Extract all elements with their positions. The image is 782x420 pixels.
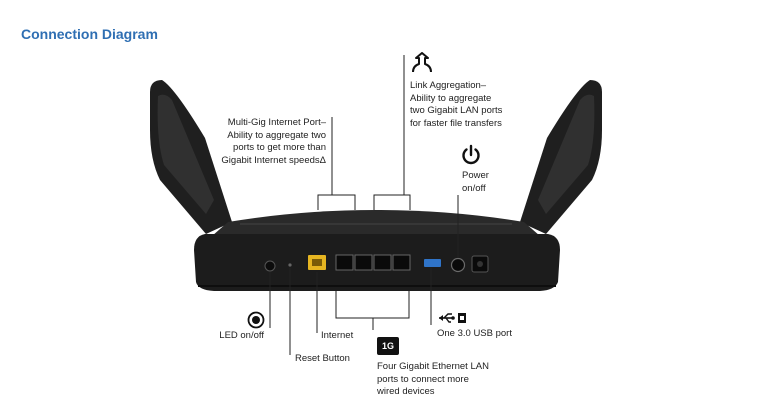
power-icon: [462, 144, 480, 165]
gigabit-badge-text: 1G: [381, 341, 394, 351]
power-callout: Power on/off: [462, 170, 522, 195]
usb-label: One 3.0 USB port: [437, 328, 512, 339]
link-aggregation-callout: Link Aggregation– Ability to aggregate t…: [410, 80, 550, 130]
lan-line-1: Four Gigabit Ethernet LAN: [377, 361, 489, 372]
lan-ports: [335, 254, 411, 271]
multi-gig-line-4: Gigabit Internet speedsΔ: [221, 154, 326, 166]
multi-gig-line-3: ports to get more than: [233, 142, 326, 153]
link-aggregation-icon: [412, 52, 432, 73]
usb-port: [424, 259, 441, 267]
reset-hole: [288, 263, 292, 267]
link-agg-line-1: Link Aggregation–: [410, 80, 487, 91]
power-line-2: on/off: [462, 182, 486, 194]
page-title: Connection Diagram: [21, 26, 158, 42]
internet-label: Internet: [321, 330, 354, 341]
led-icon: [247, 311, 265, 329]
lan-line-2: ports to connect more: [377, 373, 469, 385]
power-button: [450, 257, 466, 273]
router-top: [212, 210, 540, 236]
led-button: [264, 260, 276, 272]
link-agg-line-4: for faster file transfers: [410, 117, 502, 129]
link-agg-line-2: Ability to aggregate: [410, 92, 492, 104]
multi-gig-line-1: Multi-Gig Internet Port–: [227, 117, 326, 128]
multi-gig-callout: Multi-Gig Internet Port– Ability to aggr…: [200, 117, 326, 167]
lan-callout: Four Gigabit Ethernet LAN ports to conne…: [377, 361, 527, 399]
led-label: LED on/off: [219, 330, 264, 341]
power-line-1: Power: [462, 170, 489, 181]
reset-label: Reset Button: [295, 353, 350, 364]
lan-line-3: wired devices: [377, 386, 435, 397]
usb-icon: [439, 313, 466, 323]
link-agg-line-3: two Gigabit LAN ports: [410, 105, 503, 116]
multi-gig-line-2: Ability to aggregate two: [227, 129, 326, 141]
gigabit-icon: 1G: [377, 337, 399, 355]
